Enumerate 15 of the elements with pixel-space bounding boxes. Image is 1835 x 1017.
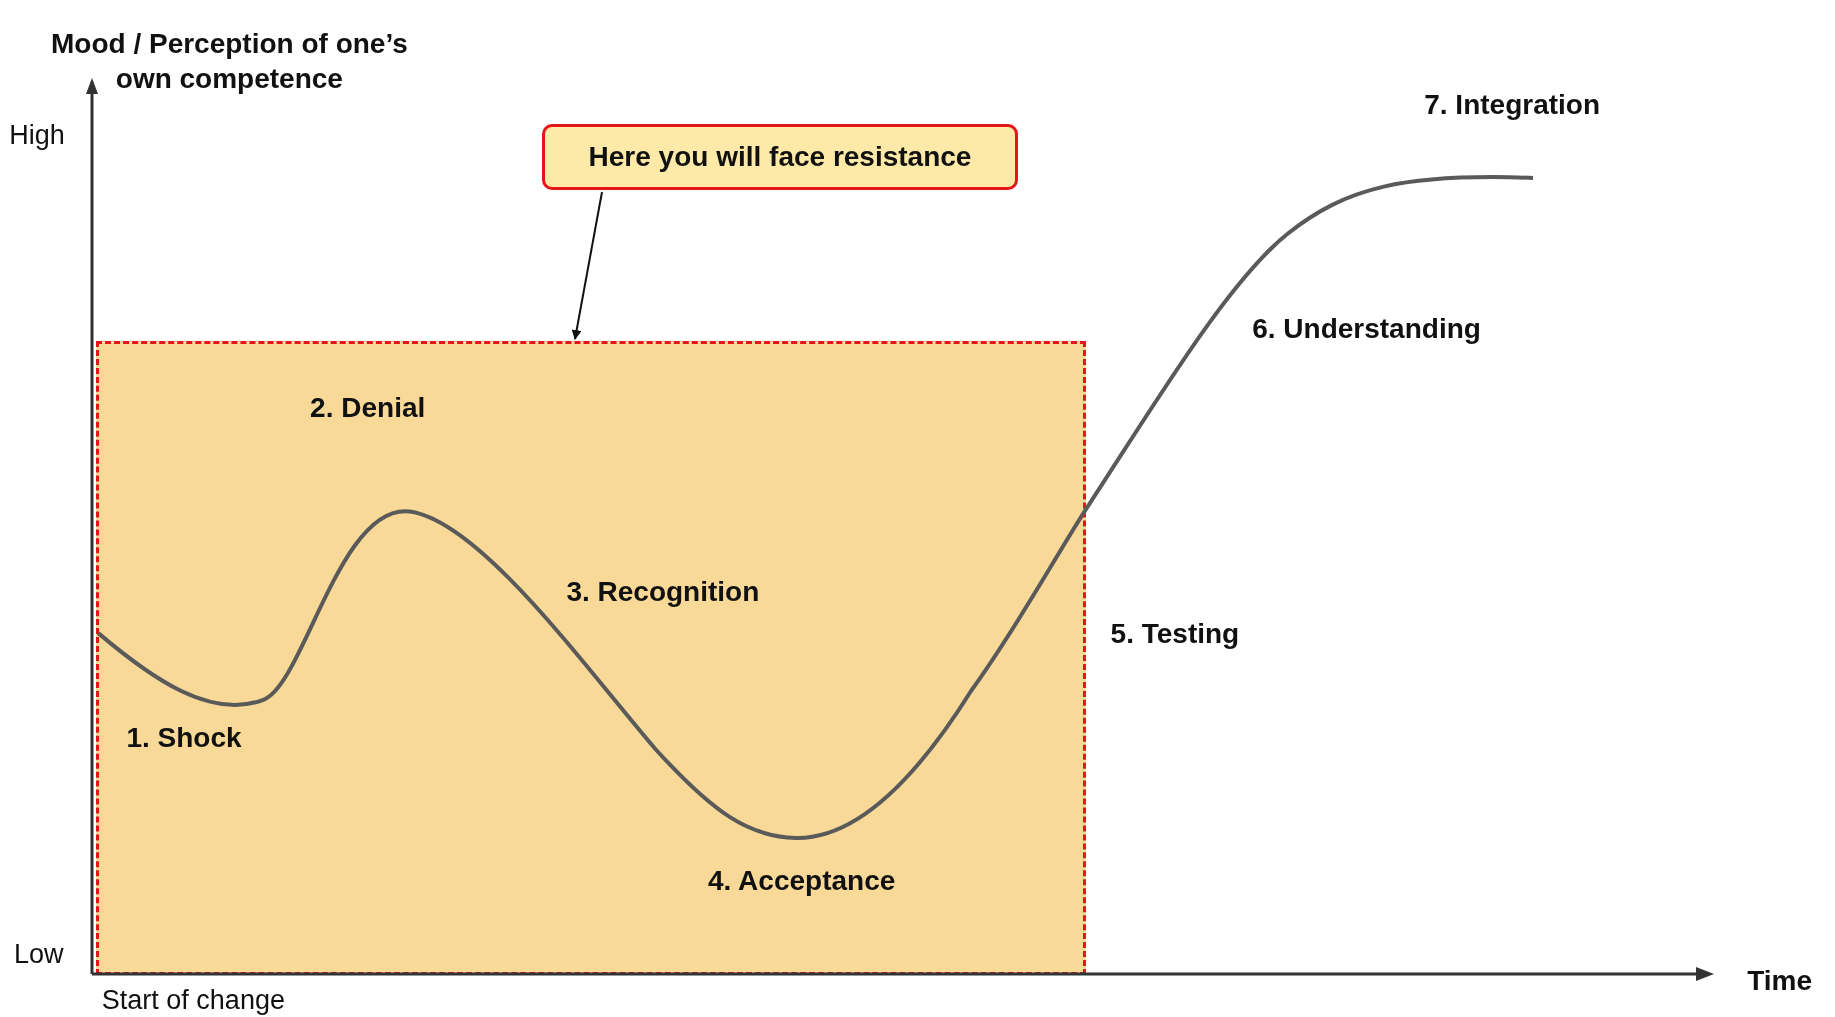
axis-label: Start of change <box>101 983 285 1017</box>
arrow <box>571 191 603 340</box>
axis-label: Low <box>14 938 64 972</box>
stage-label: Mood / Perception of one’s own competence <box>50 26 409 96</box>
stage-label: 1. Shock <box>126 720 242 755</box>
stage-label: Time <box>1747 963 1813 997</box>
callout-box: Here you will face resistance <box>542 124 1018 190</box>
stage-label: 7. Integration <box>1424 87 1600 122</box>
stage-label: 2. Denial <box>310 390 426 425</box>
resistance-zone <box>96 341 1086 975</box>
stage-label: 6. Understanding <box>1252 311 1481 346</box>
stage-label: 4. Acceptance <box>708 863 896 898</box>
stage-label: 3. Recognition <box>566 574 760 609</box>
axis-label: High <box>9 118 65 152</box>
stage-label: 5. Testing <box>1110 616 1240 651</box>
